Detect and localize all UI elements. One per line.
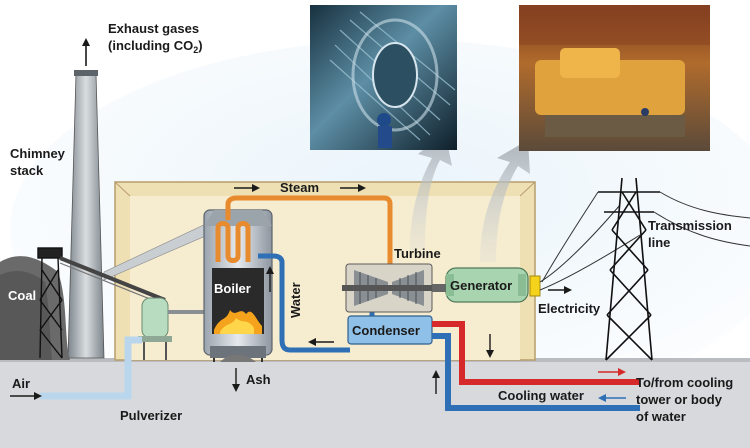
generator-photo-arrow xyxy=(480,140,530,262)
coal-pile-icon xyxy=(0,256,70,360)
label-cooling-water: Cooling water xyxy=(498,388,584,403)
transmission-tower-icon xyxy=(598,177,660,361)
label-generator: Generator xyxy=(450,278,512,293)
label-chimney-line1: Chimney xyxy=(10,146,66,161)
generator-photo xyxy=(519,5,710,151)
boiler-steam-coil xyxy=(215,221,251,263)
turbine xyxy=(342,263,442,313)
turbine-photo-arrow xyxy=(410,132,452,250)
label-electricity: Electricity xyxy=(538,301,601,316)
label-exhaust-line1: Exhaust gases xyxy=(108,21,199,36)
air-pipe xyxy=(40,336,142,400)
label-boiler: Boiler xyxy=(214,281,251,296)
generator-terminal xyxy=(529,275,541,297)
label-transmission-line1: Transmission xyxy=(648,218,732,233)
cooling-pipe-cold xyxy=(432,333,640,411)
ash-pile xyxy=(220,354,256,362)
label-turbine: Turbine xyxy=(394,246,441,261)
label-tofrom-line2: tower or body xyxy=(636,392,723,407)
cooling-pipe-hot xyxy=(432,321,640,385)
turbine-photo xyxy=(310,5,457,150)
label-exhaust-line2: (including CO2) xyxy=(108,38,203,55)
label-water: Water xyxy=(288,282,303,318)
label-steam: Steam xyxy=(280,180,319,195)
label-condenser: Condenser xyxy=(352,323,420,338)
pulverizer-icon xyxy=(138,297,172,360)
label-air: Air xyxy=(12,376,30,391)
label-pulverizer: Pulverizer xyxy=(120,408,182,423)
worker-figure xyxy=(377,113,391,127)
water-pipe xyxy=(258,253,350,353)
label-chimney-line2: stack xyxy=(10,163,44,178)
label-ash: Ash xyxy=(246,372,271,387)
condenser xyxy=(347,315,433,345)
label-transmission-line2: line xyxy=(648,235,670,250)
steam-pipe xyxy=(225,195,393,268)
conveyor-tower xyxy=(37,247,63,359)
label-tofrom-line3: of water xyxy=(636,409,686,424)
turbine-shaft xyxy=(432,284,450,292)
label-coal: Coal xyxy=(8,288,36,303)
generator xyxy=(445,267,529,303)
coal-conveyor xyxy=(59,256,166,302)
label-tofrom-line1: To/from cooling xyxy=(636,375,733,390)
